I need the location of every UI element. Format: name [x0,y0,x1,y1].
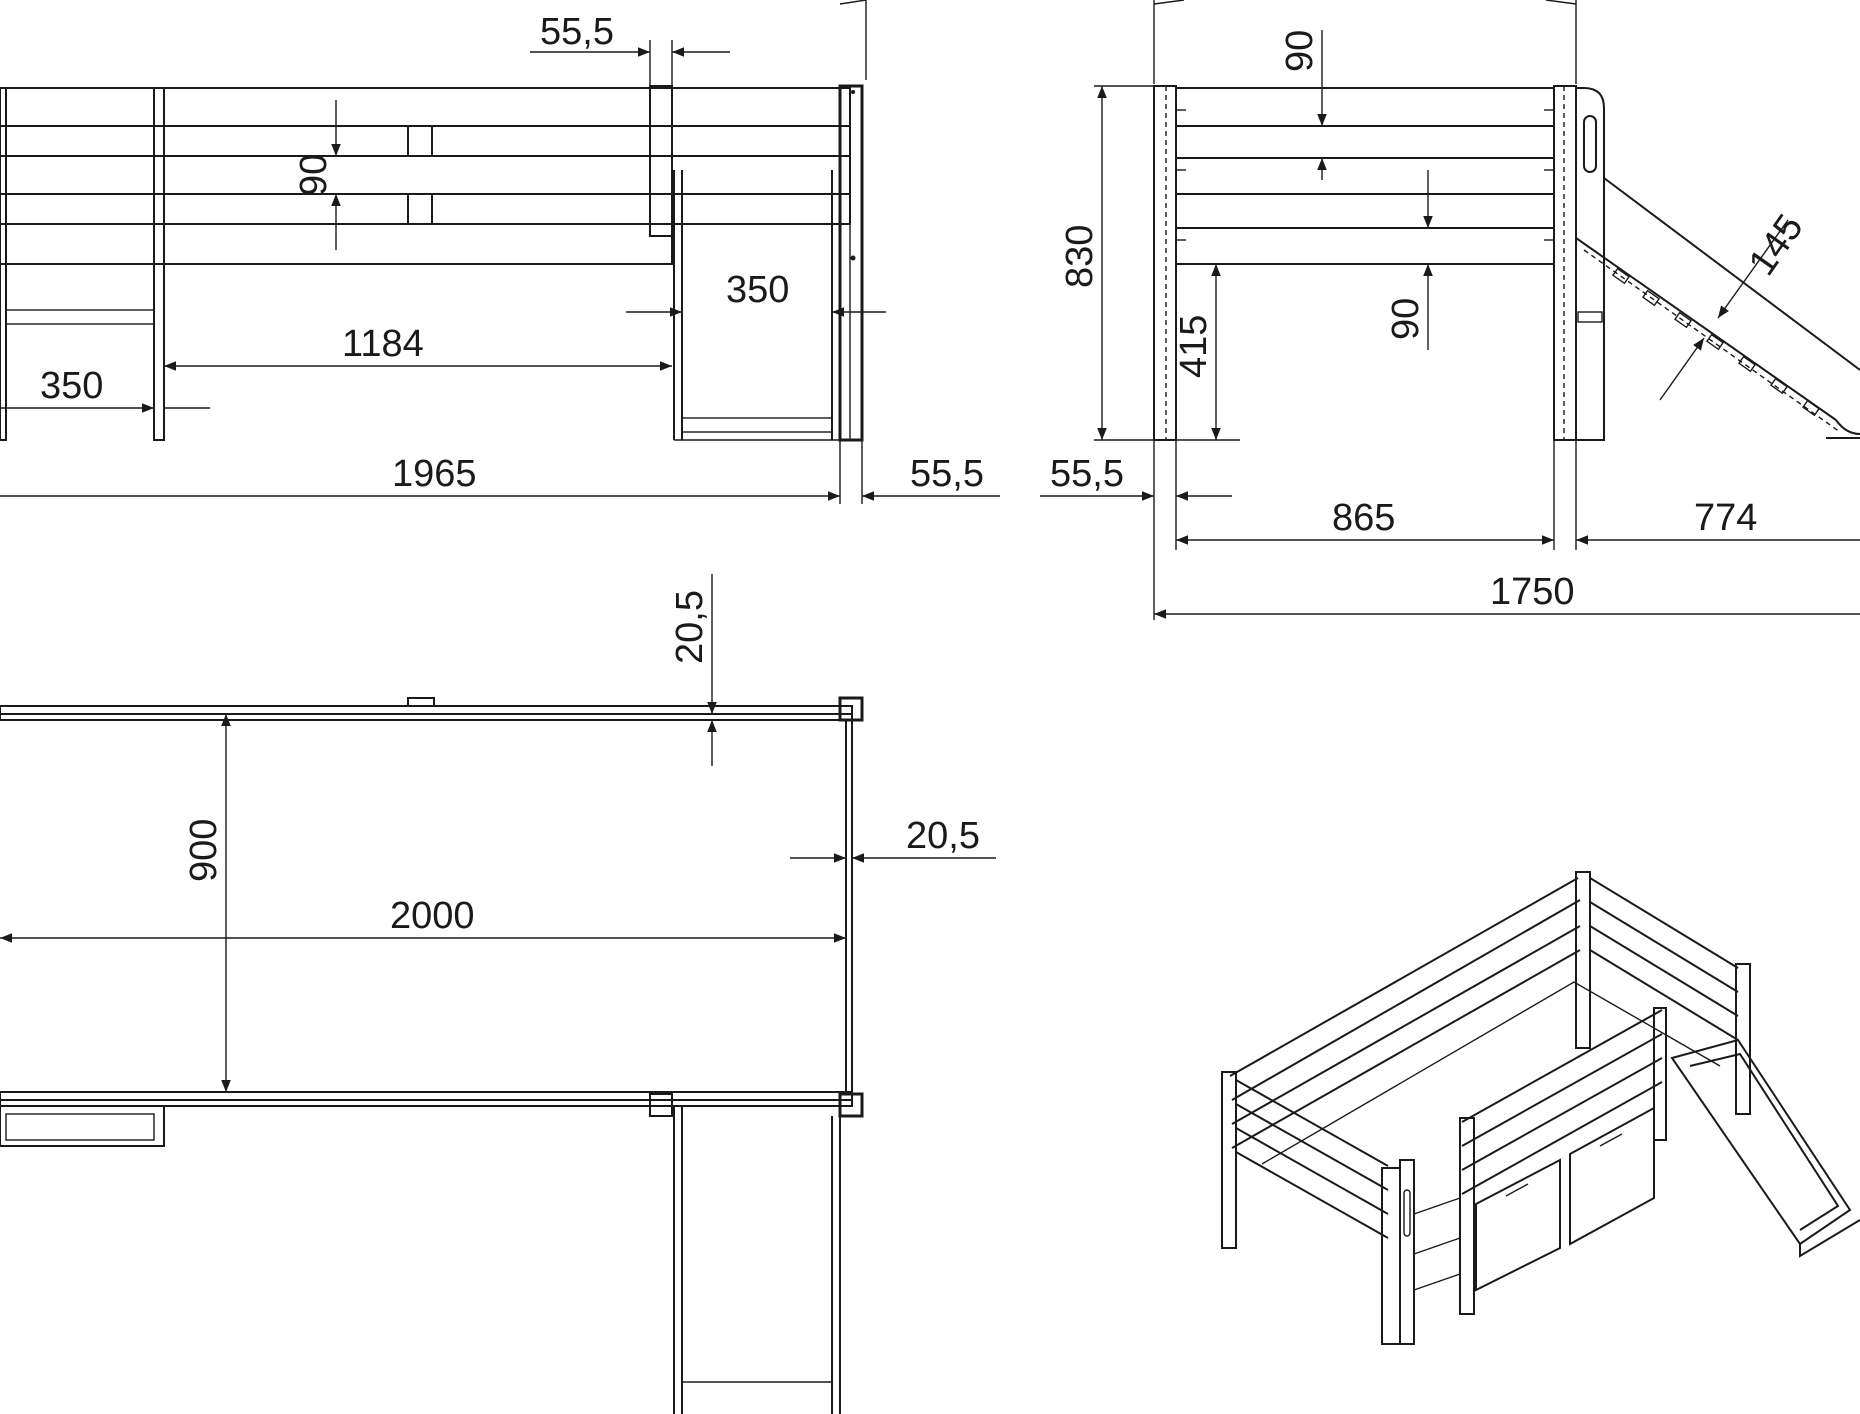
side-dim-rail-height-lower: 90 [1385,298,1427,340]
side-view: 90 830 90 415 145 55,5 865 774 [1040,0,1860,620]
side-dim-total-height: 830 [1059,225,1101,288]
top-dim-rail-thickness-top: 20,5 [669,590,711,664]
front-dim-left-width: 350 [40,365,103,407]
front-view: 55,5 90 350 1184 350 1965 55,5 [0,0,1000,504]
front-dim-top-offset: 55,5 [540,11,614,53]
side-dim-under-height: 415 [1173,315,1215,378]
slide-rungs [1611,267,1821,417]
front-dim-post: 55,5 [910,453,984,495]
isometric-view [1221,871,1860,1345]
top-view: 20,5 900 20,5 2000 [0,574,996,1414]
side-dim-post: 55,5 [1050,453,1124,495]
top-dim-mattress-width: 900 [183,819,225,882]
front-dim-rail-height: 90 [293,154,335,196]
front-dim-inner-span: 1184 [342,323,424,365]
side-dim-bed-width: 865 [1332,497,1395,539]
top-dim-rail-thickness-side: 20,5 [906,815,980,857]
side-dim-total-width: 1750 [1490,571,1575,613]
top-dim-mattress-length: 2000 [390,895,475,937]
front-dim-total-length: 1965 [392,453,477,495]
side-dim-rail-height-top: 90 [1279,30,1321,72]
side-dim-slide-length: 774 [1694,497,1757,539]
front-dim-ladder-width: 350 [726,269,789,311]
